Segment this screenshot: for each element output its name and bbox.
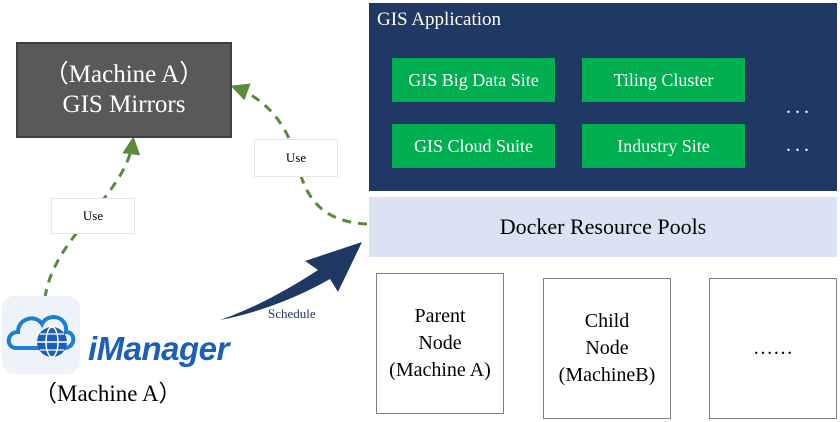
docker-resource-pools: Docker Resource Pools xyxy=(369,197,837,257)
cloud-globe-icon xyxy=(2,296,80,374)
imanager-machine-label: （Machine A） xyxy=(34,381,182,406)
industry-site-tile: Industry Site xyxy=(582,124,745,168)
gis-big-data-site-tile: GIS Big Data Site xyxy=(392,58,555,102)
gis-application-title: GIS Application xyxy=(377,9,502,30)
use-label-right: Use xyxy=(254,139,338,177)
gis-mirrors-box: （Machine A） GIS Mirrors xyxy=(16,42,232,138)
child-node-box: Child Node (MachineB) xyxy=(543,278,671,419)
parent-node-box: Parent Node (Machine A) xyxy=(376,273,504,414)
more-apps-bottom: ... xyxy=(786,134,813,156)
mirrors-machine-label: （Machine A） xyxy=(43,61,205,88)
mirrors-title: GIS Mirrors xyxy=(62,91,186,118)
schedule-arrow xyxy=(220,242,362,320)
more-nodes-box: …… xyxy=(709,278,837,419)
schedule-label: Schedule xyxy=(268,306,316,321)
imanager-logo-text: iManager xyxy=(88,330,229,367)
tiling-cluster-tile: Tiling Cluster xyxy=(582,58,745,102)
more-apps-top: ... xyxy=(786,96,813,118)
gis-cloud-suite-tile: GIS Cloud Suite xyxy=(392,124,555,168)
use-label-left: Use xyxy=(51,198,135,234)
